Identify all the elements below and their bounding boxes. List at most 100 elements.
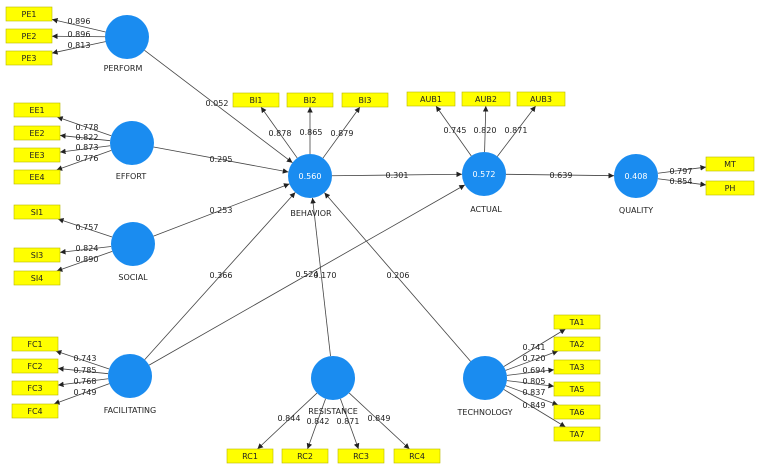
loading-arrow-mt [657,164,707,174]
indicator-label-ta3: TA3 [569,363,585,372]
indicator-label-bi1: BI1 [250,96,263,105]
outer-loading-ta5: 0.805 [523,377,546,386]
indicator-box-ta7[interactable] [553,426,601,442]
indicator-box-ee4[interactable] [13,169,61,185]
indicator-box-si1[interactable] [13,204,61,220]
indicator-label-ta1: TA1 [569,318,585,327]
indicator-label-ph: PH [725,184,736,193]
indicator-box-ta1[interactable] [553,314,601,330]
outer-loading-bi3: 0.879 [331,129,354,138]
indicator-box-si3[interactable] [13,247,61,263]
indicator-label-si1: SI1 [31,208,44,217]
indicator-label-rc4: RC4 [409,452,425,461]
outer-loading-si3: 0.824 [76,244,99,253]
loading-arrow-bi1 [260,106,298,159]
indicator-box-rc2[interactable] [281,448,329,464]
r-squared-quality: 0.408 [625,172,648,181]
indicator-label-rc2: RC2 [297,452,313,461]
loading-arrow-fc3 [57,378,109,388]
indicator-box-ee1[interactable] [13,102,61,118]
outer-loading-pe3: 0.813 [68,41,91,50]
outer-loading-rc3: 0.871 [337,417,360,426]
indicator-box-fc2[interactable] [11,358,59,374]
indicator-label-ta2: TA2 [569,340,585,349]
indicator-label-bi2: BI2 [304,96,317,105]
indicator-box-pe1[interactable] [5,6,53,22]
loading-arrow-aub2 [482,105,489,153]
indicator-box-ta2[interactable] [553,336,601,352]
indicator-box-fc4[interactable] [11,403,59,419]
construct-node-actual[interactable] [462,152,506,196]
indicator-box-rc1[interactable] [226,448,274,464]
outer-loading-ta3: 0.694 [523,366,546,375]
indicator-box-ee3[interactable] [13,147,61,163]
indicator-box-si4[interactable] [13,270,61,286]
indicator-label-ta7: TA7 [569,430,585,439]
loading-arrow-ta7 [503,389,566,428]
outer-loading-ph: 0.854 [670,177,693,186]
nodes-layer: PE1PE2PE3EE1EE2EE3EE4SI1SI3SI4FC1FC2FC3F… [5,6,755,464]
outer-loading-mt: 0.797 [670,167,693,176]
indicator-box-mt[interactable] [705,156,755,172]
path-arrow-social-to-behavior [153,183,290,237]
indicator-label-si4: SI4 [31,274,44,283]
loading-arrow-pe3 [51,41,106,55]
loading-arrow-ta2 [505,350,559,371]
indicator-box-ph[interactable] [705,180,755,196]
indicator-box-aub3[interactable] [516,91,566,107]
indicator-label-ee1: EE1 [29,106,44,115]
loading-arrow-fc4 [53,383,110,405]
construct-node-behavior[interactable] [288,154,332,198]
construct-node-effort[interactable] [110,121,154,165]
indicator-box-bi1[interactable] [232,92,280,108]
indicator-box-aub1[interactable] [406,91,456,107]
construct-node-perform[interactable] [105,15,149,59]
path-lines-layer [51,17,707,450]
loading-arrow-ee4 [56,150,112,171]
indicator-box-ee2[interactable] [13,125,61,141]
indicator-box-bi2[interactable] [286,92,334,108]
construct-label-social: SOCIAL [118,273,148,282]
path-coefficient-behavior-to-actual: 0.301 [386,171,409,180]
indicator-label-fc1: FC1 [27,340,42,349]
outer-loading-rc1: 0.844 [278,414,301,423]
path-arrow-perform-to-behavior [144,49,293,164]
indicator-box-fc3[interactable] [11,380,59,396]
outer-loading-bi2: 0.865 [300,128,323,137]
indicator-label-pe2: PE2 [22,32,37,41]
indicator-box-pe2[interactable] [5,28,53,44]
indicator-label-aub3: AUB3 [530,95,552,104]
path-coefficient-facilitating-to-behavior: 0.366 [210,271,233,280]
loading-arrow-rc3 [340,398,360,450]
indicator-box-bi3[interactable] [341,92,389,108]
construct-node-facilitating[interactable] [108,354,152,398]
r-squared-actual: 0.572 [473,170,496,179]
path-arrow-actual-to-quality [505,172,615,179]
construct-node-resistance[interactable] [311,356,355,400]
loading-arrow-ee1 [57,116,112,137]
indicator-label-rc1: RC1 [242,452,258,461]
path-arrow-resistance-to-behavior [310,197,331,357]
indicator-box-ta3[interactable] [553,359,601,375]
path-arrow-behavior-to-actual [331,171,463,178]
indicator-box-fc1[interactable] [11,336,59,352]
indicator-box-rc4[interactable] [393,448,441,464]
path-coefficient-effort-to-behavior: 0.295 [210,155,233,164]
loading-arrow-si4 [56,250,113,272]
indicator-box-pe3[interactable] [5,50,53,66]
construct-node-quality[interactable] [614,154,658,198]
outer-loading-aub2: 0.820 [474,126,497,135]
indicator-box-ta6[interactable] [553,404,601,420]
outer-loading-rc4: 0.849 [368,414,391,423]
indicator-box-ta5[interactable] [553,381,601,397]
outer-loading-fc1: 0.743 [74,354,97,363]
path-coefficient-perform-to-behavior: 0.052 [206,99,229,108]
loading-arrow-aub1 [435,105,472,157]
construct-node-social[interactable] [111,222,155,266]
outer-loading-ee1: 0.778 [76,123,99,132]
indicator-box-aub2[interactable] [461,91,511,107]
indicator-box-rc3[interactable] [337,448,385,464]
construct-node-technology[interactable] [463,356,507,400]
outer-loading-fc3: 0.768 [74,377,97,386]
